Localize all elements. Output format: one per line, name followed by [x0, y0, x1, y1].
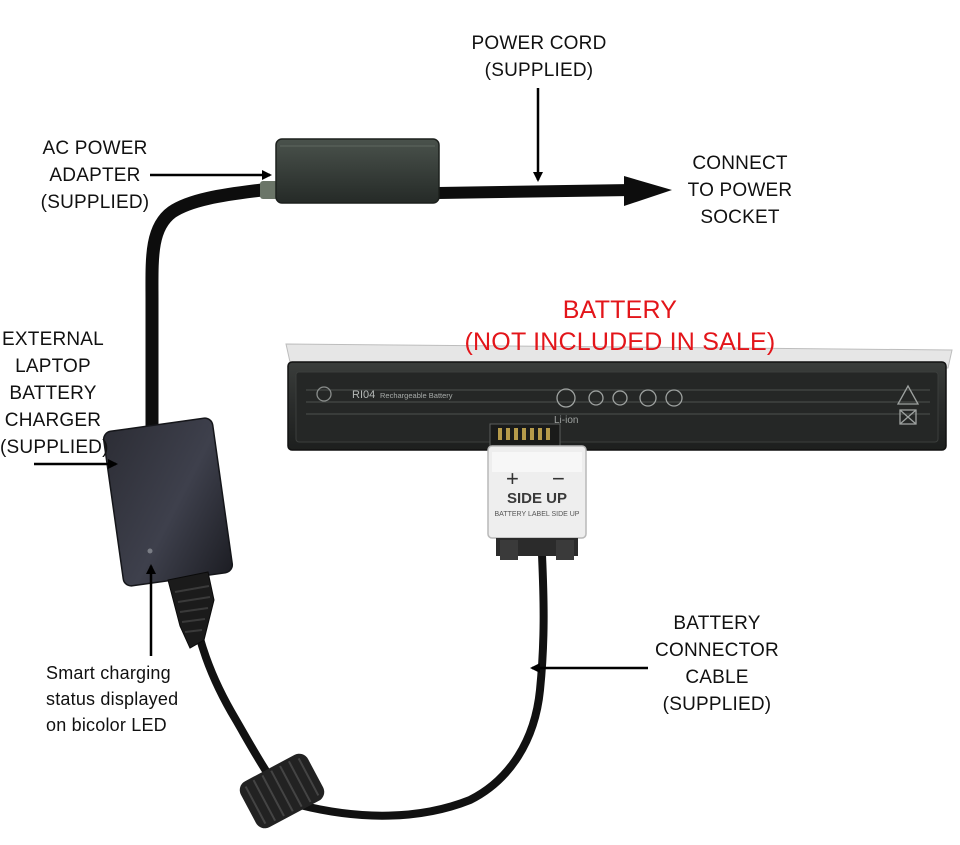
ferrite-bead: [239, 753, 325, 829]
connector-side-up-sub: BATTERY LABEL SIDE UP: [495, 511, 580, 518]
connector-cable: [184, 551, 548, 820]
connect-socket-label: CONNECT TO POWER SOCKET: [687, 153, 793, 228]
connector-side-up: SIDE UP: [507, 490, 567, 507]
power-cord: [437, 184, 633, 199]
laptop-battery: RI04 Rechargeable Battery Li-ion: [285, 343, 953, 451]
led-status-label: Smart charging status displayed on bicol…: [46, 663, 179, 735]
external-battery-charger: [102, 417, 234, 649]
battery-type-text: Rechargeable Battery: [380, 391, 453, 400]
power-cord-label: POWER CORD (SUPPLIED): [471, 33, 607, 81]
power-cord-arrow: [624, 176, 672, 206]
battery-connector: + − SIDE UP BATTERY LABEL SIDE UP: [487, 445, 587, 560]
ac-power-adapter: [260, 138, 440, 204]
connector-minus: −: [552, 466, 565, 491]
battery-model-text: RI04: [352, 389, 375, 401]
connector-plus: +: [506, 466, 519, 491]
external-charger-label: EXTERNAL LAPTOP BATTERY CHARGER (SUPPLIE…: [0, 329, 109, 458]
battery-title-label: BATTERY (NOT INCLUDED IN SALE): [464, 296, 776, 356]
adapter-to-charger-cable: [145, 183, 269, 439]
battery-chem-text: Li-ion: [554, 415, 578, 426]
charger-led: [147, 548, 153, 554]
ac-adapter-label: AC POWER ADAPTER (SUPPLIED): [40, 138, 150, 213]
connector-cable-label: BATTERY CONNECTOR CABLE (SUPPLIED): [655, 613, 779, 715]
